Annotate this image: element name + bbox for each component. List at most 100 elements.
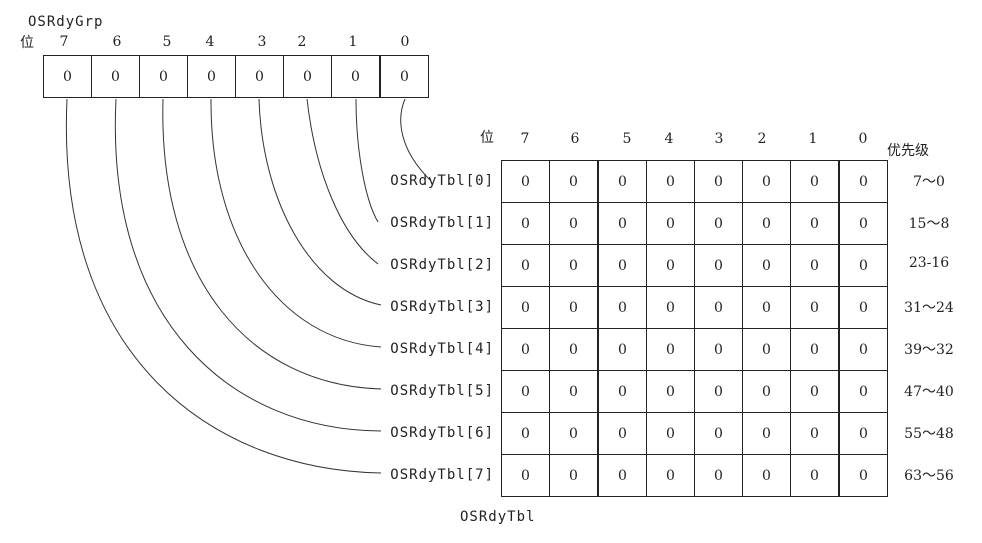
grp-cell: 0 [283,55,332,98]
tbl-cell: 0 [501,412,550,455]
tbl-cell: 0 [598,370,647,413]
tbl-bit-number: 3 [714,131,724,147]
tbl-cell: 0 [790,328,839,371]
tbl-cell: 0 [501,286,550,329]
tbl-cell: 0 [694,202,743,245]
priority-range: 15～8 [908,216,950,232]
tbl-cell: 0 [742,202,791,245]
tbl-cell: 0 [501,454,550,497]
grp-bit-number: 7 [59,34,69,50]
grp-cell: 0 [139,55,188,98]
tbl-cell: 0 [501,244,550,287]
grp-bit-label: 位 [20,35,34,51]
grp-bit-number: 2 [297,34,307,50]
connector-bit1 [355,98,379,223]
tbl-row-label: OSRdyTbl[5] [390,383,494,399]
tbl-cell: 0 [694,370,743,413]
tbl-cell: 0 [790,202,839,245]
tbl-row-label: OSRdyTbl[6] [390,425,494,441]
tbl-cell: 0 [839,244,888,287]
tbl-cell: 0 [549,244,598,287]
connector-bit0 [400,98,431,181]
tbl-cell: 0 [646,454,695,497]
tbl-cell: 0 [694,160,743,203]
tbl-cell: 0 [549,412,598,455]
tbl-cell: 0 [549,370,598,413]
tbl-cell: 0 [501,202,550,245]
tbl-cell: 0 [598,454,647,497]
tbl-cell: 0 [598,412,647,455]
tbl-cell: 0 [839,202,888,245]
priority-header: 优先级 [887,143,929,159]
tbl-cell: 0 [646,412,695,455]
grp-cell: 0 [331,55,380,98]
tbl-cell: 0 [549,160,598,203]
tbl-cell: 0 [839,454,888,497]
priority-range: 39～32 [904,342,954,358]
tbl-cell: 0 [790,160,839,203]
grp-bit-number: 4 [205,34,215,50]
grp-cell: 0 [187,55,236,98]
connector-bit2 [306,98,379,265]
tbl-name-label: OSRdyTbl [460,509,536,525]
connector-bit5 [162,98,382,390]
tbl-cell: 0 [839,412,888,455]
tbl-bit-number: 1 [808,131,818,147]
tbl-cell: 0 [646,202,695,245]
grp-cell: 0 [43,55,92,98]
tbl-bit-number: 2 [757,131,767,147]
tbl-row-label: OSRdyTbl[1] [390,215,494,231]
grp-bit-number: 0 [400,34,410,50]
grp-cell: 0 [91,55,140,98]
grp-name-label: OSRdyGrp [28,14,104,30]
grp-cell: 0 [380,55,429,98]
connector-bit6 [114,98,382,432]
tbl-bit-number: 4 [664,131,674,147]
tbl-cell: 0 [646,160,695,203]
tbl-row-label: OSRdyTbl[7] [390,467,494,483]
tbl-cell: 0 [501,370,550,413]
tbl-bit-label: 位 [480,130,494,146]
tbl-cell: 0 [646,244,695,287]
tbl-cell: 0 [694,244,743,287]
connector-bit7 [65,98,382,474]
tbl-cell: 0 [549,202,598,245]
tbl-cell: 0 [839,370,888,413]
tbl-cell: 0 [839,160,888,203]
tbl-row-label: OSRdyTbl[3] [390,299,494,315]
priority-range: 47～40 [904,384,954,400]
tbl-cell: 0 [790,412,839,455]
tbl-cell: 0 [549,454,598,497]
priority-range: 63～56 [904,468,954,484]
tbl-cell: 0 [646,286,695,329]
tbl-cell: 0 [549,328,598,371]
connector-bit4 [210,98,382,348]
priority-range: 31～24 [904,300,954,316]
tbl-cell: 0 [598,244,647,287]
grp-bit-number: 3 [257,34,267,50]
tbl-cell: 0 [598,202,647,245]
tbl-cell: 0 [694,454,743,497]
tbl-cell: 0 [742,160,791,203]
tbl-cell: 0 [742,370,791,413]
tbl-cell: 0 [742,454,791,497]
tbl-cell: 0 [742,412,791,455]
tbl-cell: 0 [501,328,550,371]
priority-range: 7～0 [913,174,945,190]
grp-cell: 0 [235,55,284,98]
tbl-cell: 0 [790,286,839,329]
tbl-cell: 0 [501,160,550,203]
tbl-cell: 0 [742,286,791,329]
tbl-cell: 0 [790,244,839,287]
grp-bit-number: 6 [112,34,122,50]
tbl-cell: 0 [646,328,695,371]
tbl-cell: 0 [839,286,888,329]
tbl-cell: 0 [742,244,791,287]
tbl-cell: 0 [549,286,598,329]
tbl-cell: 0 [646,370,695,413]
tbl-cell: 0 [694,412,743,455]
tbl-cell: 0 [598,286,647,329]
tbl-bit-number: 0 [858,131,868,147]
grp-bit-number: 5 [162,34,172,50]
